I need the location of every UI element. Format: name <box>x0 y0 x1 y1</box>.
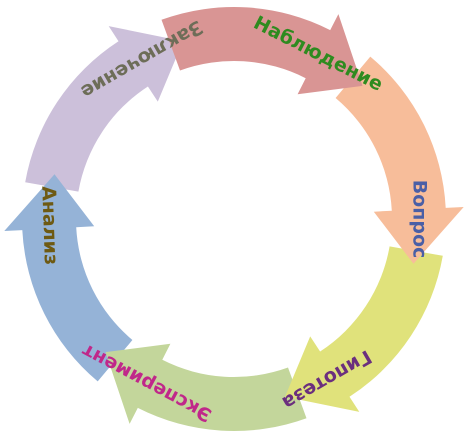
arrow-analysis <box>4 174 133 382</box>
label-analysis: Анализ <box>37 186 62 266</box>
arrow-hypothesis <box>285 246 443 412</box>
label-question: Вопрос <box>409 180 431 259</box>
arrow-experiment <box>105 343 307 431</box>
arrow-conclusion <box>25 26 184 192</box>
arrow-observation <box>161 7 363 95</box>
arrow-question <box>335 56 464 264</box>
